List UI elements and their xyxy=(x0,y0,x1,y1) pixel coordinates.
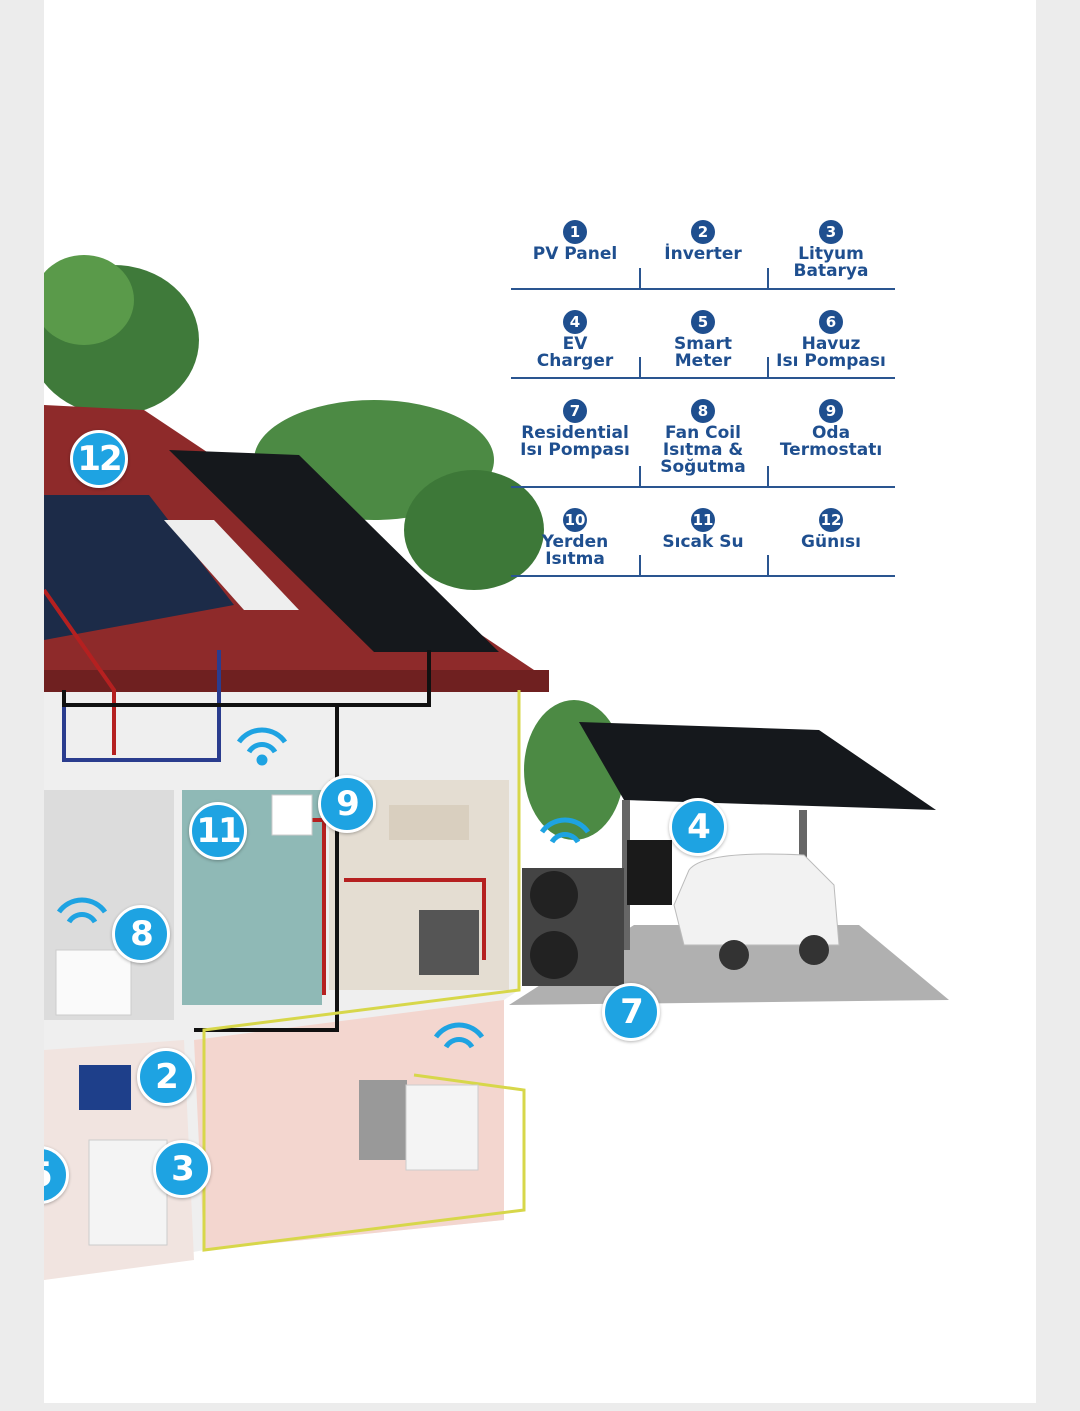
solar-collector xyxy=(44,495,234,640)
legend-number: 8 xyxy=(691,399,715,423)
legend-number: 1 xyxy=(563,220,587,244)
ev-charger xyxy=(627,840,672,905)
legend-number: 3 xyxy=(819,220,843,244)
callout-4: 4 xyxy=(669,798,727,856)
legend-label: Oda Termostatı xyxy=(779,423,883,460)
legend-label: PV Panel xyxy=(532,244,618,264)
callout-3: 3 xyxy=(153,1140,211,1198)
legend-number: 7 xyxy=(563,399,587,423)
legend-number: 12 xyxy=(819,508,843,532)
callout-7: 7 xyxy=(602,983,660,1041)
brochure-page: 12 9 11 4 8 7 2 3 5 xyxy=(44,0,1036,1403)
legend-number: 2 xyxy=(691,220,715,244)
washing-machine xyxy=(359,1080,407,1160)
callout-2: 2 xyxy=(137,1048,195,1106)
dryer xyxy=(405,1084,479,1171)
legend-label: Yerden Isıtma xyxy=(541,532,609,569)
legend-label: Lityum Batarya xyxy=(793,244,869,281)
legend-number: 9 xyxy=(819,399,843,423)
legend-label: İnverter xyxy=(664,244,742,264)
legend-label: Havuz Isı Pompası xyxy=(776,334,886,371)
legend-number: 10 xyxy=(563,508,587,532)
carport-pv xyxy=(579,722,936,810)
inverter xyxy=(79,1065,131,1110)
thermostat xyxy=(271,794,313,836)
legend-label: Günısı xyxy=(801,532,861,552)
callout-11: 11 xyxy=(189,802,247,860)
legend-label: Residential Isı Pompası xyxy=(520,423,630,460)
legend-label: Smart Meter xyxy=(674,334,732,371)
pv-panels-roof xyxy=(169,450,499,652)
legend-number: 11 xyxy=(691,508,715,532)
legend-label: Sıcak Su xyxy=(662,532,744,552)
fan-coil-unit xyxy=(55,949,132,1016)
wifi-icons xyxy=(56,727,591,1049)
legend-label: EV Charger xyxy=(536,334,614,371)
callout-9: 9 xyxy=(318,775,376,833)
electric-car xyxy=(673,853,840,946)
basement xyxy=(194,1000,504,1250)
callout-12: 12 xyxy=(70,430,128,488)
smart-home-energy-illustration xyxy=(44,255,949,1280)
legend-number: 6 xyxy=(819,310,843,334)
callout-8: 8 xyxy=(112,905,170,963)
legend-number: 4 xyxy=(563,310,587,334)
legend-label: Fan Coil Isıtma & Soğutma xyxy=(660,423,746,477)
legend-number: 5 xyxy=(691,310,715,334)
